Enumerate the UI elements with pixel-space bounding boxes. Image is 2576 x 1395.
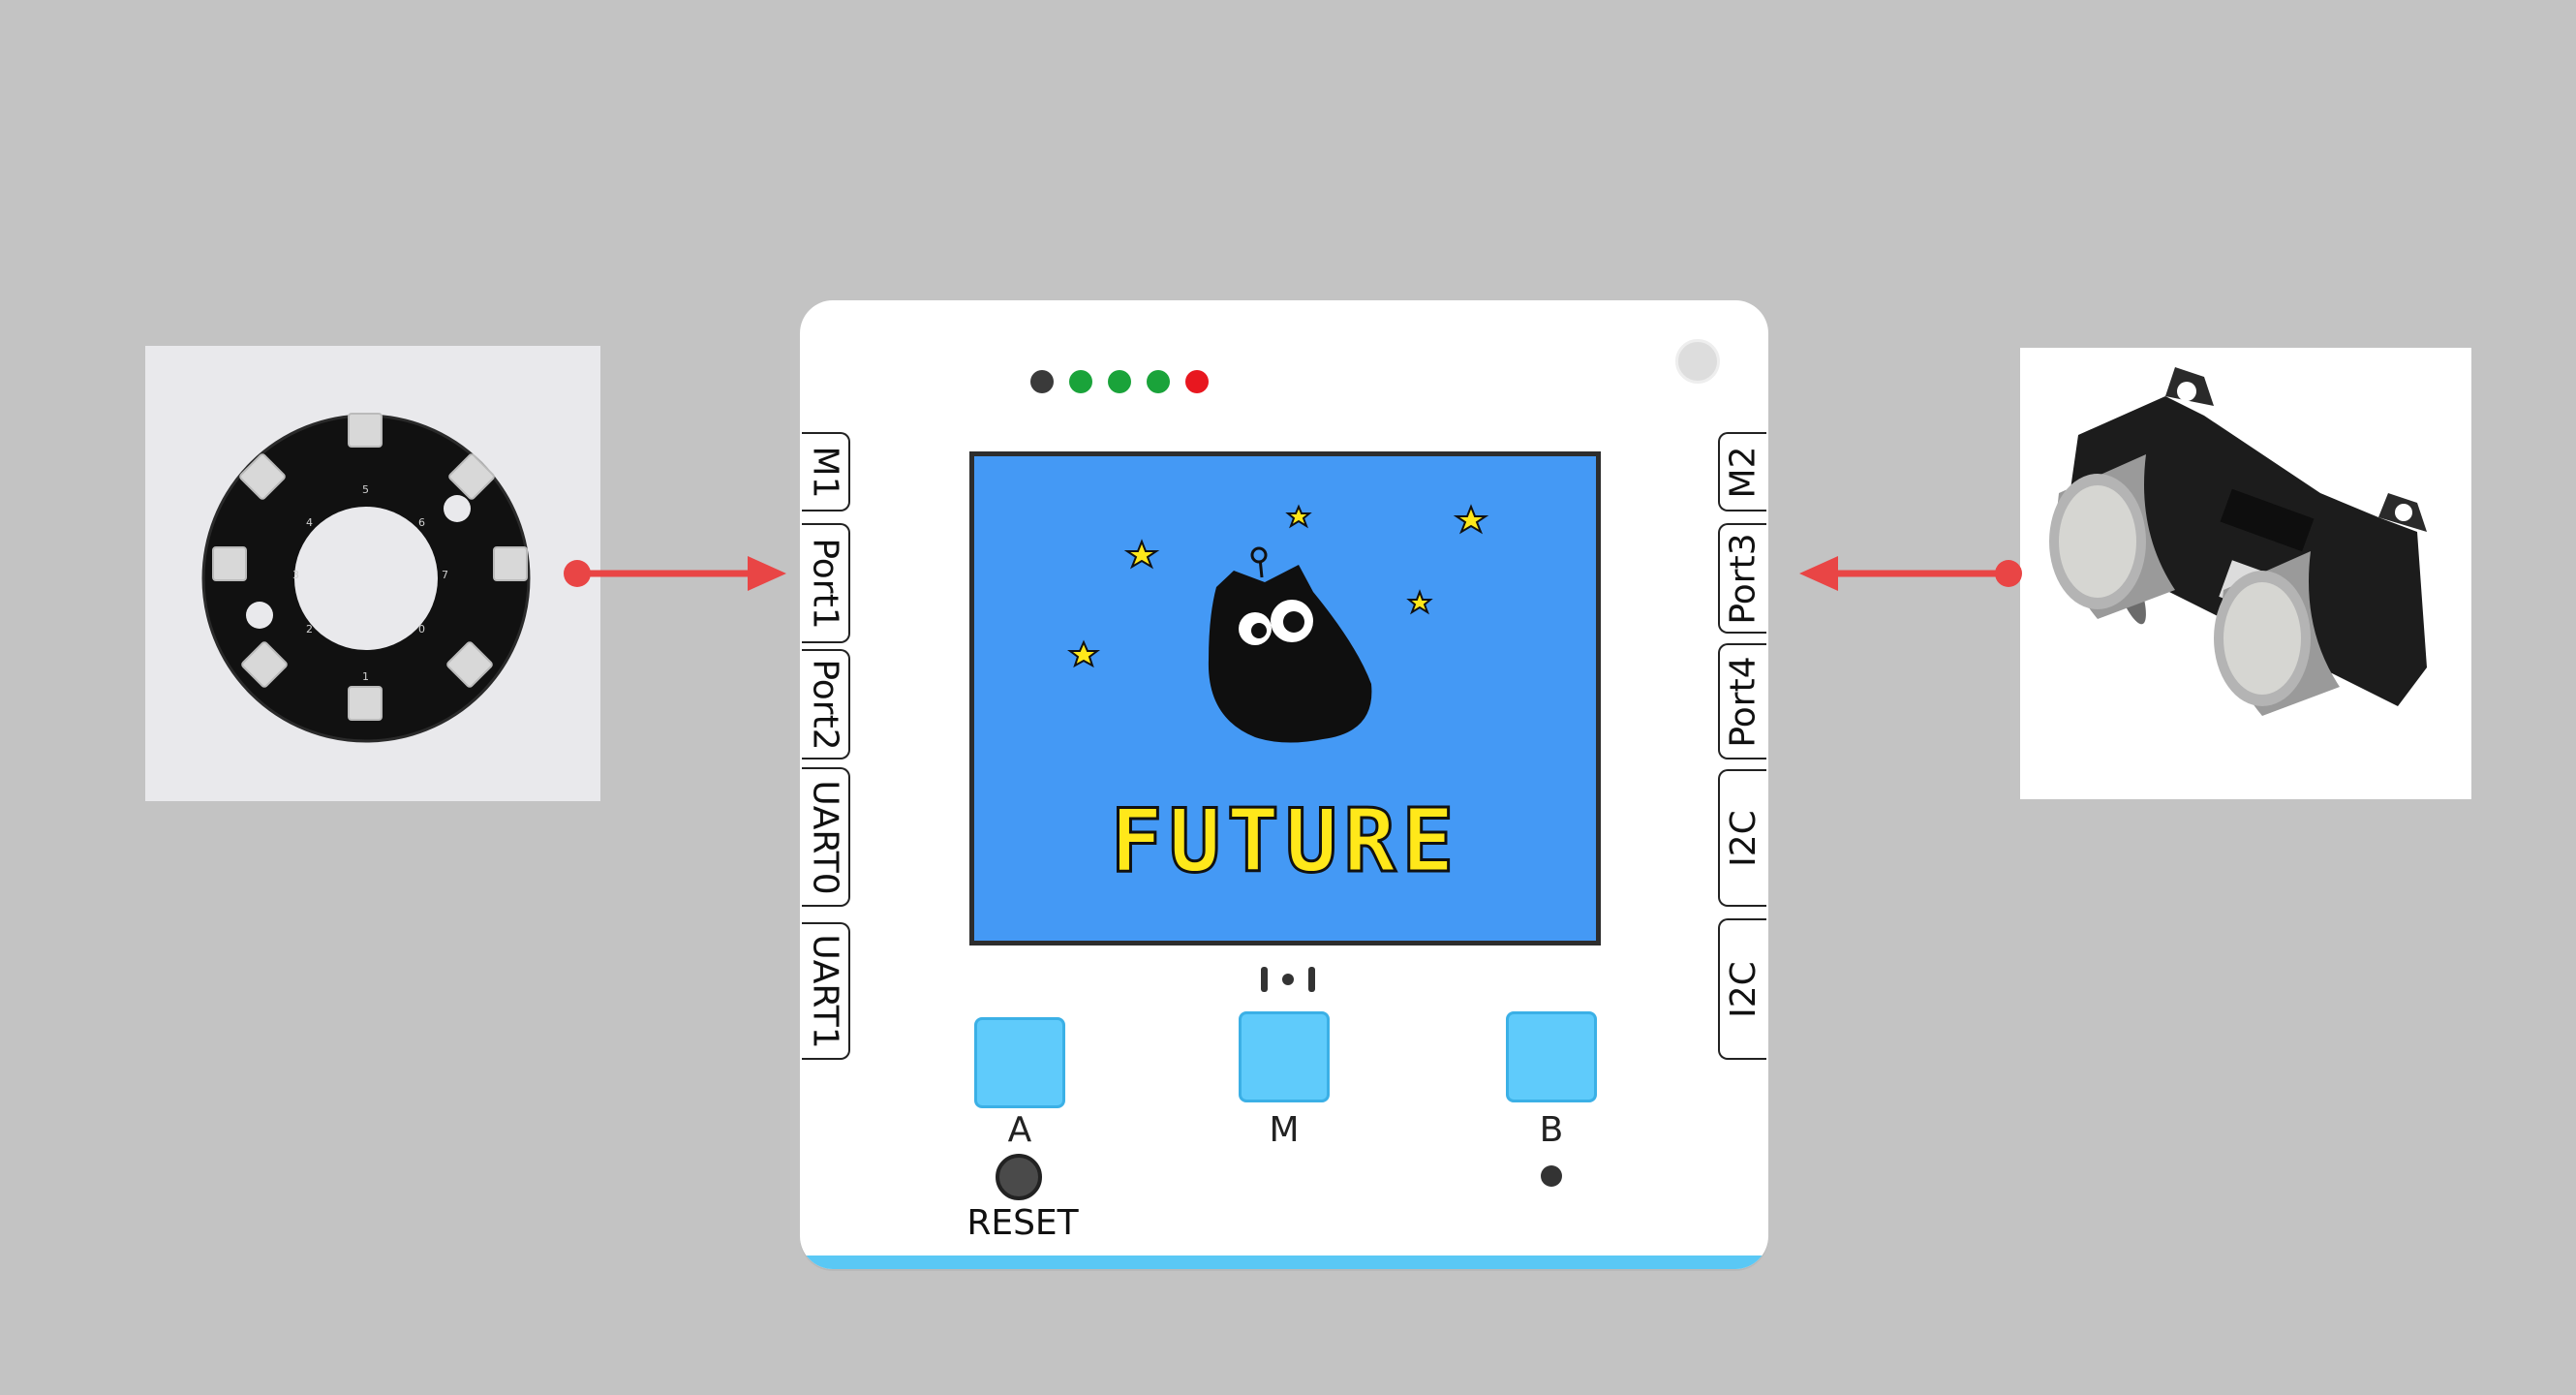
- port-label: Port4: [1723, 655, 1763, 748]
- pixel-label-1: 1: [362, 670, 369, 683]
- port-i2c-1[interactable]: I2C: [1718, 769, 1766, 907]
- pixel-label-2: 2: [306, 623, 313, 636]
- pixel-label-5: 5: [362, 483, 369, 496]
- led-indicator: [1069, 370, 1092, 393]
- port-label: Port2: [805, 658, 845, 751]
- port-label: Port3: [1723, 532, 1763, 625]
- button-a[interactable]: [974, 1017, 1065, 1108]
- port-label: I2C: [1723, 809, 1763, 867]
- led-ring-photo: 1 5 3 7 0 2 4 6: [145, 346, 600, 801]
- pixel-label-7: 7: [442, 569, 448, 581]
- button-m[interactable]: [1239, 1011, 1330, 1102]
- power-button[interactable]: [1675, 339, 1720, 384]
- arrow-to-port3: [1799, 556, 2022, 591]
- display-screen: FUTURE: [969, 451, 1601, 946]
- mascot-illustration: [1067, 504, 1489, 743]
- rgb-led-ring-icon: 1 5 3 7 0 2 4 6: [201, 413, 531, 743]
- microphone-icon: [1261, 967, 1315, 992]
- button-b-label: B: [1539, 1110, 1564, 1150]
- pixel-label-4: 4: [306, 516, 313, 529]
- arrow-to-port1: [564, 556, 786, 591]
- button-a-label: A: [1007, 1110, 1032, 1150]
- reset-label: RESET: [966, 1203, 1079, 1243]
- port-port3[interactable]: Port3: [1718, 523, 1766, 634]
- button-b[interactable]: [1506, 1011, 1597, 1102]
- port-uart0[interactable]: UART0: [802, 767, 850, 907]
- led-indicator: [1185, 370, 1209, 393]
- pixel-label-6: 6: [418, 516, 425, 529]
- screen-title: FUTURE: [1109, 790, 1460, 894]
- led-indicator: [1147, 370, 1170, 393]
- indicator-dot: [1541, 1165, 1562, 1187]
- button-m-label: M: [1269, 1110, 1300, 1150]
- led-indicator: [1108, 370, 1131, 393]
- star-icon: [1067, 504, 1489, 668]
- port-label: Port1: [805, 537, 845, 630]
- port-uart1[interactable]: UART1: [802, 922, 850, 1060]
- port-i2c-2[interactable]: I2C: [1718, 918, 1766, 1060]
- pixel-label-0: 0: [418, 623, 425, 636]
- port-port2[interactable]: Port2: [802, 649, 850, 760]
- port-m1[interactable]: M1: [802, 432, 850, 512]
- port-port4[interactable]: Port4: [1718, 643, 1766, 760]
- port-label: UART0: [805, 779, 845, 895]
- port-label: M2: [1723, 446, 1763, 498]
- controller-board: FUTURE A M B RESET: [800, 300, 1768, 1269]
- reset-button[interactable]: [996, 1154, 1042, 1200]
- port-m2[interactable]: M2: [1718, 432, 1766, 512]
- port-label: UART1: [805, 933, 845, 1049]
- board-base-strip: [800, 1256, 1768, 1269]
- port-label: I2C: [1723, 960, 1763, 1018]
- ultrasonic-sensor-photo: [2020, 348, 2471, 799]
- port-label: M1: [805, 446, 845, 498]
- led-indicator: [1030, 370, 1054, 393]
- port-port1[interactable]: Port1: [802, 523, 850, 643]
- ultrasonic-sensor-icon: [2049, 367, 2427, 716]
- pixel-label-3: 3: [292, 569, 299, 581]
